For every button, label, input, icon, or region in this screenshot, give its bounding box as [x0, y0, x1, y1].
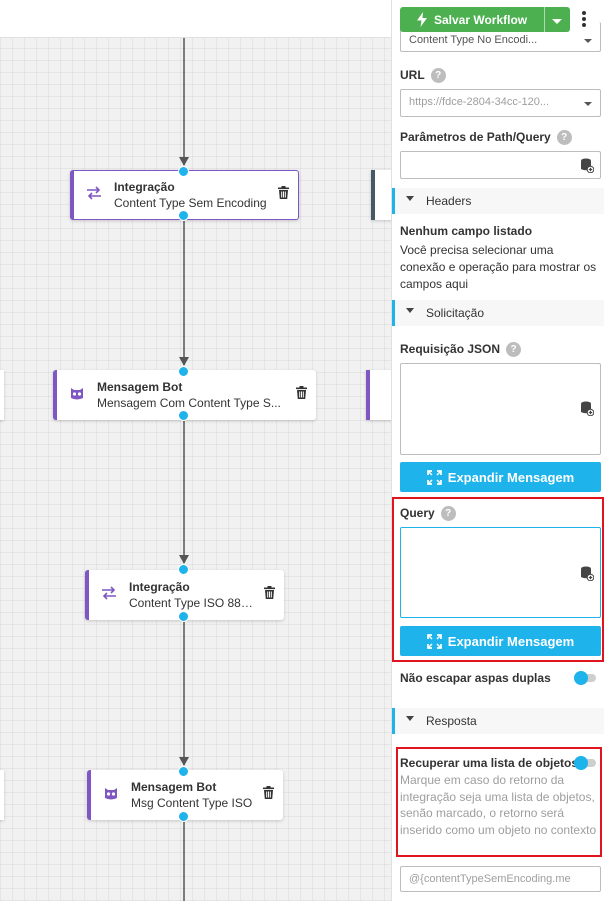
node-type: Mensagem Bot — [131, 779, 217, 794]
url-value: https://fdce-2804-34cc-120... — [409, 96, 550, 108]
json-request-textarea[interactable] — [400, 363, 601, 455]
save-workflow-label: Salvar Workflow — [434, 12, 528, 27]
node-label: Content Type Sem Encoding — [114, 195, 267, 210]
node-label: Content Type ISO 8859 — [129, 595, 254, 610]
expand-icon — [426, 469, 442, 485]
more-vertical-icon[interactable] — [579, 8, 589, 30]
workflow-canvas[interactable]: Integração Content Type Sem Encoding Men… — [0, 0, 391, 901]
node-partial-right[interactable] — [366, 370, 391, 420]
expand-icon — [426, 633, 442, 649]
node-input-port[interactable] — [178, 564, 189, 575]
node-output-port[interactable] — [178, 611, 189, 622]
section-title: Solicitação — [426, 306, 485, 320]
output-variable-value: @{contentTypeSemEncoding.me — [409, 873, 571, 885]
json-request-label: Requisição JSON — [400, 342, 501, 356]
node-properties-panel: Content Type No Encodi... Salvar Workflo… — [391, 0, 604, 901]
output-variable-input[interactable]: @{contentTypeSemEncoding.me — [400, 866, 601, 892]
node-input-port[interactable] — [178, 766, 189, 777]
node-type: Mensagem Bot — [97, 379, 183, 394]
caret-down-icon — [584, 102, 592, 106]
recover-list-toggle[interactable] — [574, 756, 598, 770]
workflow-edges — [179, 38, 189, 901]
node-output-port[interactable] — [178, 210, 189, 221]
path-query-label-row: Parâmetros de Path/Query? — [400, 130, 572, 146]
node-label: Mensagem Com Content Type S... — [97, 395, 281, 410]
node-type: Integração — [114, 179, 175, 194]
help-icon[interactable]: ? — [556, 130, 572, 146]
help-icon[interactable]: ? — [506, 342, 522, 358]
path-query-input[interactable] — [400, 151, 601, 179]
database-add-icon[interactable] — [580, 566, 594, 581]
no-fields-title: Nenhum campo listado — [400, 224, 533, 238]
node-output-port[interactable] — [178, 811, 189, 822]
query-label-row: Query? — [400, 506, 456, 522]
json-request-label-row: Requisição JSON? — [400, 342, 522, 358]
node-partial-left[interactable] — [0, 770, 4, 820]
lightning-icon — [417, 12, 427, 27]
node-partial-right[interactable] — [371, 170, 391, 220]
expand-message-label: Expandir Mensagem — [447, 633, 575, 649]
recover-list-help: Marque em caso do retorno da integração … — [400, 773, 597, 837]
node-type: Integração — [129, 579, 190, 594]
database-add-icon[interactable] — [580, 401, 594, 416]
no-escape-toggle[interactable] — [574, 671, 598, 685]
section-headers[interactable]: Headers — [392, 188, 604, 214]
node-output-port[interactable] — [178, 410, 189, 421]
caret-down-icon — [406, 308, 414, 313]
swap-arrows-icon — [74, 185, 114, 205]
trash-icon[interactable] — [254, 586, 284, 604]
section-title: Headers — [426, 194, 472, 208]
save-workflow-button[interactable]: Salvar Workflow — [400, 7, 570, 32]
help-icon[interactable]: ? — [440, 506, 456, 522]
swap-arrows-icon — [89, 585, 129, 605]
trash-icon[interactable] — [268, 186, 298, 204]
section-request[interactable]: Solicitação — [392, 300, 604, 326]
query-textarea[interactable] — [400, 527, 601, 618]
url-select[interactable]: https://fdce-2804-34cc-120... — [400, 89, 601, 117]
caret-down-icon — [406, 716, 414, 721]
highlight-box-query — [392, 497, 604, 662]
trash-icon[interactable] — [286, 386, 316, 404]
save-dropdown-caret[interactable] — [544, 13, 570, 31]
trash-icon[interactable] — [253, 786, 283, 804]
content-type-value: Content Type No Encodi... — [409, 34, 538, 46]
caret-down-icon — [584, 39, 592, 43]
no-escape-label: Não escapar aspas duplas — [400, 671, 551, 685]
highlight-box-recover-list — [396, 747, 602, 857]
url-label-row: URL? — [400, 68, 446, 84]
canvas-top-bar — [0, 0, 391, 38]
expand-message-label: Expandir Mensagem — [447, 469, 575, 485]
help-icon[interactable]: ? — [430, 68, 446, 84]
database-add-icon[interactable] — [580, 158, 594, 173]
section-response[interactable]: Resposta — [392, 708, 604, 734]
expand-message-button[interactable]: Expandir Mensagem — [400, 626, 601, 656]
node-input-port[interactable] — [178, 366, 189, 377]
node-partial-left[interactable] — [0, 370, 4, 420]
query-label: Query — [400, 506, 435, 520]
caret-down-icon — [406, 196, 414, 201]
node-input-port[interactable] — [178, 166, 189, 177]
expand-message-button[interactable]: Expandir Mensagem — [400, 462, 601, 492]
bot-icon — [57, 385, 97, 406]
recover-list-label: Recuperar uma lista de objetos — [400, 756, 579, 770]
url-label: URL — [400, 68, 425, 82]
node-label: Msg Content Type ISO — [131, 795, 253, 810]
bot-icon — [91, 785, 131, 806]
no-fields-text: Você precisa selecionar uma conexão e op… — [400, 243, 597, 291]
path-query-label: Parâmetros de Path/Query — [400, 130, 551, 144]
section-title: Resposta — [426, 714, 477, 728]
